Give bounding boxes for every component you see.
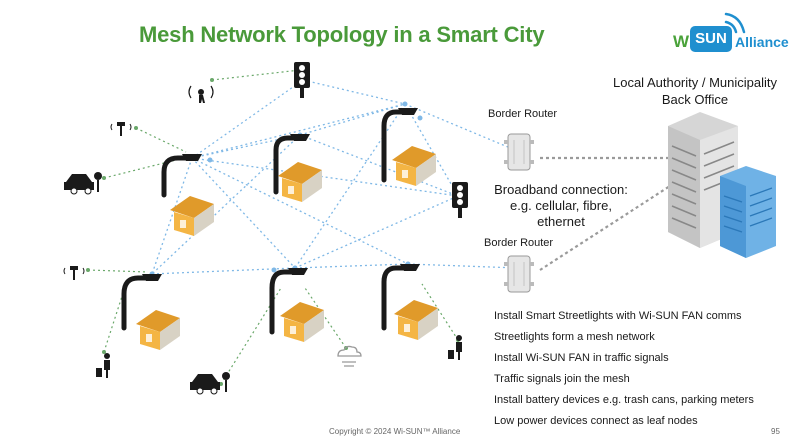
- logo-alliance: Alliance: [735, 34, 789, 50]
- leaf-link: [211, 69, 301, 81]
- mesh-link: [191, 103, 406, 159]
- mesh-link: [294, 263, 409, 269]
- backhaul-links: [539, 156, 671, 271]
- streetlight-icon: [273, 135, 303, 195]
- mesh-link: [191, 157, 296, 269]
- node-dot: [102, 176, 106, 180]
- mesh-link: [191, 134, 301, 159]
- streetlight-icon: [381, 109, 411, 183]
- back-office-label: Local Authority / Municipality Back Offi…: [600, 74, 790, 108]
- border-router-icon: [504, 255, 534, 293]
- leaf-link: [135, 127, 187, 153]
- leaf-link: [304, 287, 347, 349]
- back-office-line1: Local Authority / Municipality: [612, 75, 778, 90]
- mesh-link: [191, 157, 409, 265]
- mesh-links: [151, 79, 519, 275]
- parking-meter-icon: [94, 172, 102, 192]
- mesh-node-dots: [149, 77, 521, 277]
- streetlight-icon: [161, 155, 195, 198]
- pedestrian-sensor-icon: [188, 85, 214, 103]
- mesh-link: [299, 134, 459, 197]
- lamp-head-icon: [142, 274, 162, 281]
- streetlight-heads: [142, 108, 420, 281]
- mesh-link: [151, 267, 296, 275]
- houses: [136, 146, 438, 350]
- lamp-head-icon: [400, 264, 420, 271]
- mesh-link: [151, 157, 193, 275]
- node-dot: [207, 157, 213, 163]
- streetlight-icon: [381, 265, 413, 331]
- broadband-line1: Broadband connection:: [494, 182, 628, 197]
- house-icon: [278, 162, 322, 202]
- page-title: Mesh Network Topology in a Smart City: [139, 22, 545, 47]
- node-dot: [86, 268, 90, 272]
- lamp-head-icon: [182, 154, 202, 161]
- mesh-link: [302, 79, 406, 105]
- weather-sensor-icon: [337, 345, 362, 367]
- node-dot: [417, 115, 423, 121]
- node-dot: [134, 126, 138, 130]
- page-number: 95: [771, 427, 780, 436]
- node-dot: [271, 267, 277, 273]
- mesh-link: [294, 195, 459, 269]
- house-icon: [136, 310, 180, 350]
- mesh-link: [299, 103, 406, 136]
- traffic-signal-icon: [452, 182, 468, 218]
- mesh-link: [151, 134, 301, 275]
- broadband-line2: e.g. cellular, fibre,: [510, 198, 612, 213]
- broadband-label: Broadband connection: e.g. cellular, fib…: [486, 182, 636, 230]
- back-office-building-icon: [668, 112, 776, 258]
- broadband-line3: ethernet: [537, 214, 585, 229]
- step-item: Install Smart Streetlights with Wi-SUN F…: [494, 310, 742, 322]
- house-icon: [394, 300, 438, 340]
- step-item: Install battery devices e.g. trash cans,…: [494, 394, 754, 406]
- back-office-line2: Back Office: [661, 92, 729, 107]
- car-icon: [64, 174, 94, 195]
- step-item: Low power devices connect as leaf nodes: [494, 415, 698, 427]
- house-icon: [280, 302, 324, 342]
- parking-meter-icon: [222, 372, 230, 392]
- backhaul-link-bottom: [539, 185, 671, 271]
- steps-list: Install Smart Streetlights with Wi-SUN F…: [494, 306, 754, 432]
- leaf-devices: [63, 85, 462, 395]
- traffic-signal-icon: [294, 62, 310, 98]
- node-dot: [402, 101, 408, 107]
- node-dot: [102, 350, 106, 354]
- logo-signal-icon: [724, 12, 746, 34]
- node-dot: [210, 78, 214, 82]
- leaf-link: [220, 287, 282, 385]
- leaf-link: [421, 283, 459, 341]
- step-item: Traffic signals join the mesh: [494, 373, 630, 385]
- border-router-top-label: Border Router: [488, 108, 558, 120]
- leaf-link: [103, 289, 125, 353]
- logo-wi: Wi: [673, 32, 694, 51]
- border-router-icon: [504, 133, 534, 171]
- step-item: Install Wi-SUN FAN in traffic signals: [494, 352, 669, 364]
- streetlight-icon: [121, 275, 155, 331]
- mesh-link: [407, 263, 519, 269]
- streetlight-icon: [269, 269, 301, 335]
- house-icon: [170, 196, 214, 236]
- car-icon: [190, 374, 220, 395]
- trash-can-person-icon: [448, 335, 462, 360]
- border-router-bottom-label: Border Router: [484, 237, 554, 249]
- lamp-head-icon: [398, 108, 418, 115]
- lamp-head-icon: [288, 268, 308, 275]
- streetlights: [121, 109, 413, 335]
- logo-sun: SUN: [690, 26, 732, 52]
- trash-can-person-icon: [96, 353, 110, 378]
- copyright-text: Copyright © 2024 Wi-SUN™ Alliance: [329, 427, 461, 436]
- sensor-icon: [110, 122, 132, 136]
- lamp-head-icon: [290, 134, 310, 141]
- house-icon: [392, 146, 436, 186]
- sensor-icon: [63, 266, 85, 280]
- step-item: Streetlights form a mesh network: [494, 331, 655, 343]
- leaf-link: [87, 269, 149, 273]
